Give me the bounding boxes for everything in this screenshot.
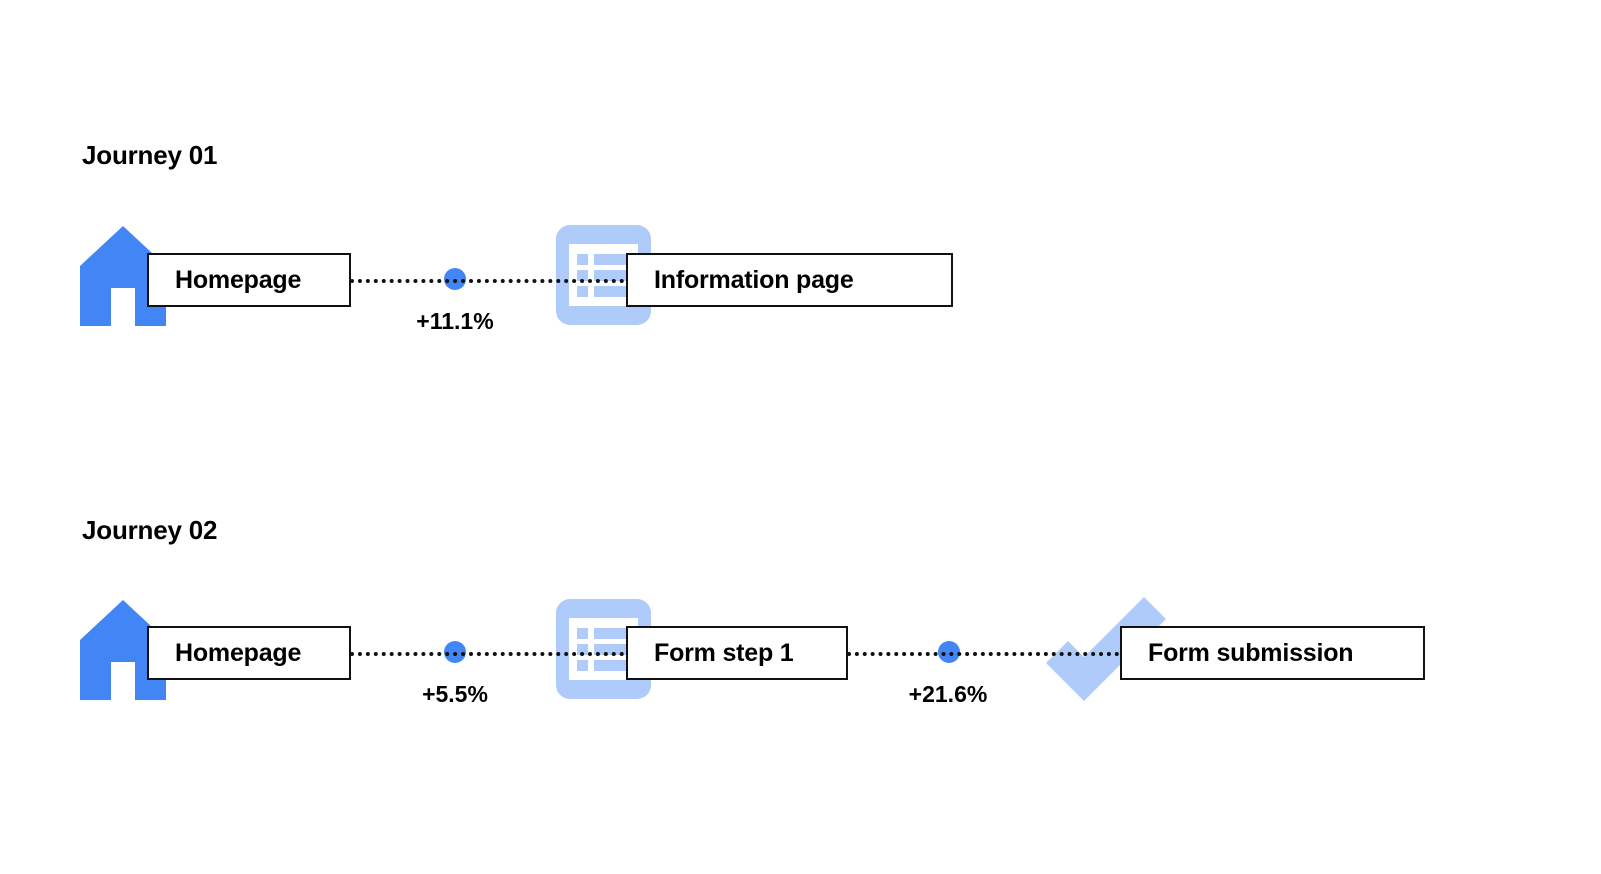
step-box-homepage-j2[interactable]: Homepage — [147, 626, 351, 680]
step-label: Information page — [654, 265, 854, 294]
journey-02-title: Journey 02 — [82, 515, 218, 545]
metric-label-2: +5.5% — [422, 681, 488, 707]
step-label: Form submission — [1148, 638, 1354, 667]
home-icon — [80, 226, 166, 326]
connector-line-1 — [350, 279, 632, 283]
step-label: Homepage — [175, 265, 302, 294]
connector-line-2 — [350, 652, 632, 656]
checkmark-icon — [1046, 596, 1166, 706]
metric-label-3: +21.6% — [908, 681, 988, 707]
step-box-information-page[interactable]: Information page — [626, 253, 953, 307]
step-box-homepage-j1[interactable]: Homepage — [147, 253, 351, 307]
journey-01-title: Journey 01 — [82, 140, 218, 170]
metric-label-1: +11.1% — [416, 308, 494, 334]
home-icon — [80, 600, 166, 700]
step-box-form-submission[interactable]: Form submission — [1120, 626, 1425, 680]
step-box-form-step-1[interactable]: Form step 1 — [626, 626, 848, 680]
step-label: Homepage — [175, 638, 302, 667]
step-label: Form step 1 — [654, 638, 794, 667]
connector-line-3 — [847, 652, 1127, 656]
